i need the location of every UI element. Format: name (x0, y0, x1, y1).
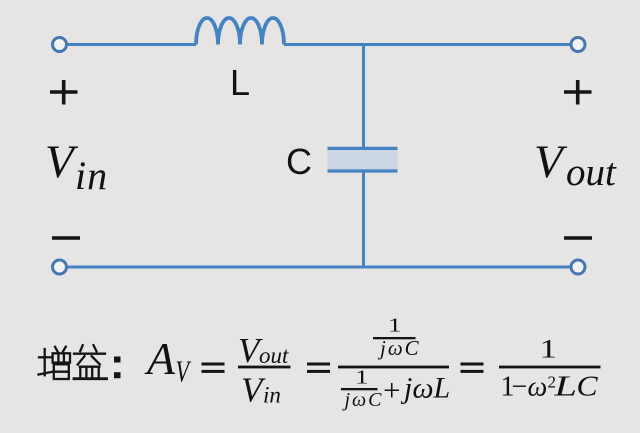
svg-text:+: + (383, 373, 400, 408)
svg-text:V: V (241, 371, 266, 410)
svg-text:−: − (512, 372, 528, 403)
svg-text:V: V (534, 136, 568, 188)
svg-text:C: C (577, 371, 599, 402)
svg-text:1: 1 (388, 315, 401, 337)
svg-text:C: C (286, 141, 312, 182)
svg-text:2: 2 (548, 373, 557, 392)
svg-text:V: V (238, 331, 263, 370)
svg-text:A: A (144, 333, 176, 384)
svg-text:L: L (553, 371, 577, 402)
svg-text:jωC: jωC (342, 389, 384, 411)
svg-text:L: L (230, 62, 250, 103)
svg-text:out: out (566, 151, 617, 194)
svg-text:V: V (176, 354, 193, 388)
svg-text:1: 1 (501, 372, 515, 403)
svg-text:in: in (75, 153, 108, 198)
svg-text:1: 1 (540, 334, 558, 363)
svg-text:V: V (45, 136, 79, 188)
svg-text:1: 1 (355, 367, 368, 389)
svg-text:jωC: jωC (377, 336, 421, 360)
svg-text:out: out (259, 343, 289, 368)
svg-text:jωL: jωL (400, 372, 450, 405)
svg-text:ω: ω (528, 372, 548, 403)
svg-text:in: in (263, 383, 281, 408)
